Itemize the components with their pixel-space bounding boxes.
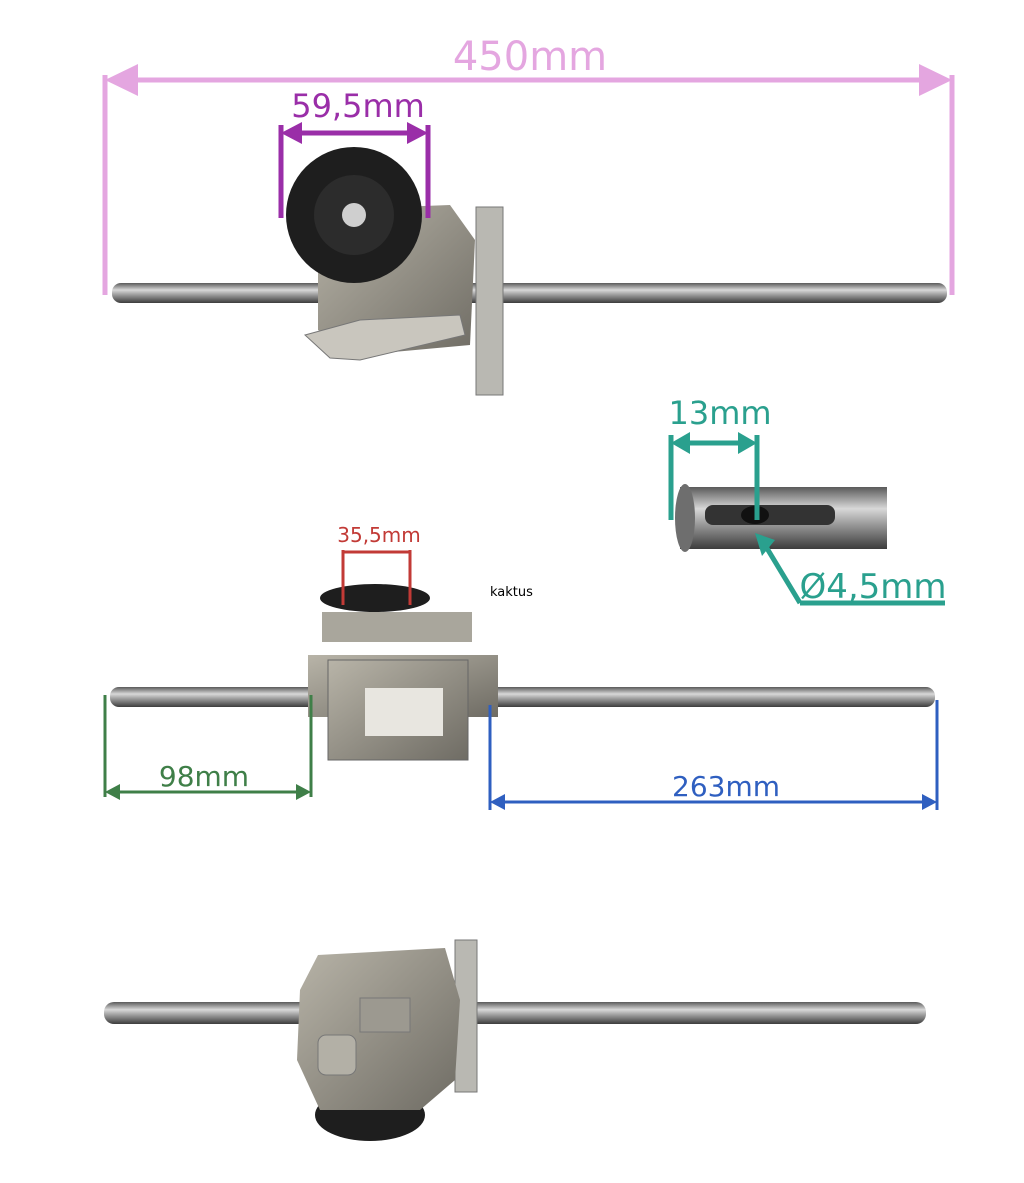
lever [303,314,466,361]
hole-diameter-label: Ø4,5mm [799,567,946,607]
dimension-left-shaft [103,695,313,800]
pulley-diameter-label: 59,5mm [291,87,425,125]
product-label [365,688,443,736]
shaft-end-detail [675,484,887,552]
dimension-hole-position [668,432,945,606]
pulley [320,584,430,612]
mounting-bracket [475,206,504,396]
shaft [112,283,947,303]
pulley-width-label: 35,5mm [337,523,421,547]
shaft [110,687,935,707]
gearbox-front-view [110,584,935,761]
dimension-total-length [102,64,955,295]
dimension-pulley-diameter [278,122,431,218]
total-length-label: 450mm [453,34,607,80]
dimension-right-shaft [488,700,939,810]
hole-position-label: 13mm [668,394,771,432]
gearbox-top-view [112,147,947,396]
dimension-pulley-width [341,550,412,605]
left-shaft-label: 98mm [159,760,249,793]
right-shaft-label: 263mm [672,770,780,803]
gearbox-bottom-view [104,939,926,1141]
shaft [104,1002,926,1024]
watermark: kaktus [490,585,533,600]
